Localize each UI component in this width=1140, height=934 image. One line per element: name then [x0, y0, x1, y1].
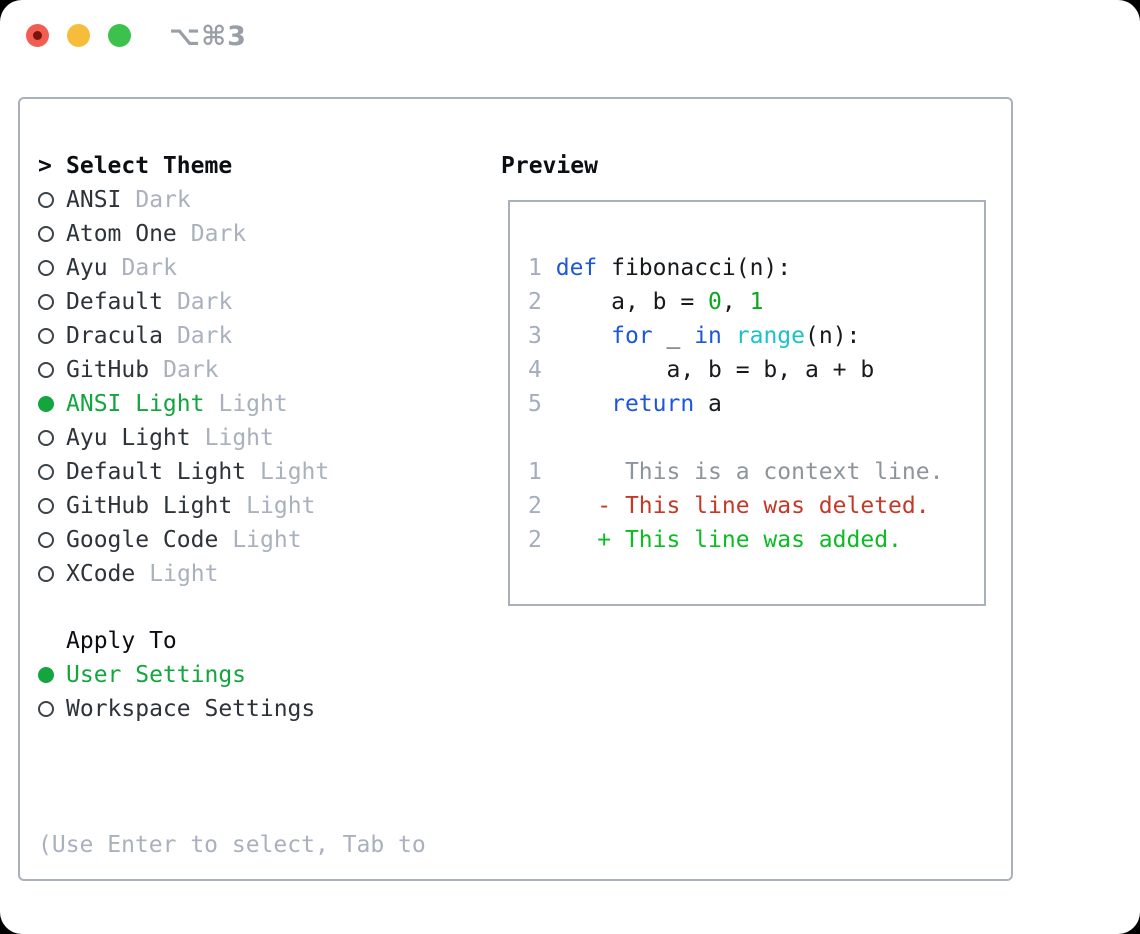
theme-option-ayu-light[interactable]: Ayu Light Light: [38, 421, 329, 455]
theme-option-atom-one-dark[interactable]: Atom One Dark: [38, 217, 329, 251]
variant-badge: Dark: [190, 221, 247, 247]
help-line-2: change focus): [38, 930, 426, 934]
code-segment: This is a context line.: [541, 459, 944, 485]
code-line: 4 a, b = b, a + b: [528, 353, 984, 387]
code-segment: return: [611, 391, 695, 417]
theme-option-dracula-dark[interactable]: Dracula Dark: [38, 319, 329, 353]
code-blank-line: [528, 421, 984, 455]
radio-icon: [38, 192, 66, 208]
code-segment: a, b =: [541, 289, 709, 315]
apply-option-user-settings[interactable]: User Settings: [38, 658, 329, 692]
diff-deleted-line: 2 - This line was deleted.: [528, 489, 984, 523]
radio-icon: [38, 328, 66, 344]
theme-option-github-light[interactable]: GitHub Light Light: [38, 489, 329, 523]
code-segment: 0: [708, 289, 722, 315]
code-segment: 2: [528, 289, 542, 315]
apply-to-section: Apply To User Settings Workspace Setting…: [38, 624, 329, 726]
code-segment: [722, 323, 736, 349]
help-text: (Use Enter to select, Tab to change focu…: [38, 760, 426, 934]
code-segment: [542, 255, 556, 281]
variant-badge: Light: [260, 459, 330, 485]
code-segment: [542, 391, 611, 417]
code-line: 1 def fibonacci(n):: [528, 251, 984, 285]
diff-context-line: 1 This is a context line.: [528, 455, 984, 489]
code-segment: ,: [721, 289, 750, 315]
code-segment: [542, 527, 597, 553]
theme-option-default-dark[interactable]: Default Dark: [38, 285, 329, 319]
theme-option-google-code[interactable]: Google Code Light: [38, 523, 329, 557]
radio-icon: [38, 430, 66, 446]
variant-badge: Light: [149, 561, 219, 587]
apply-option-workspace-settings[interactable]: Workspace Settings: [38, 692, 329, 726]
radio-selected-icon: [38, 667, 66, 683]
radio-icon: [38, 532, 66, 548]
variant-badge: Light: [232, 527, 302, 553]
theme-option-xcode[interactable]: XCode Light: [38, 557, 329, 591]
select-theme-header: > Select Theme: [38, 149, 329, 183]
theme-dialog: > Select Theme ANSI Dark Atom One Dark A…: [18, 97, 1013, 881]
code-line: 3 for _ in range(n):: [528, 319, 984, 353]
code-segment: _: [652, 323, 695, 349]
code-segment: 1: [528, 459, 542, 485]
code-segment: 3: [528, 323, 542, 349]
code-segment: in: [694, 323, 722, 349]
radio-icon: [38, 260, 66, 276]
code-segment: range: [735, 323, 806, 349]
code-segment: [542, 493, 597, 519]
diff-added-line: 2 + This line was added.: [528, 523, 984, 557]
theme-list: > Select Theme ANSI Dark Atom One Dark A…: [38, 149, 329, 591]
help-line-1: (Use Enter to select, Tab to: [38, 832, 426, 858]
code-preview: 1 def fibonacci(n): 2 a, b = 0, 1 3 for …: [508, 200, 986, 606]
theme-option-github-dark[interactable]: GitHub Dark: [38, 353, 329, 387]
code-segment: 2: [528, 527, 542, 553]
code-line: 2 a, b = 0, 1: [528, 285, 984, 319]
code-segment: 2: [528, 493, 542, 519]
code-segment: - This line was deleted.: [597, 493, 930, 519]
code-segment: a: [694, 391, 722, 417]
variant-badge: Dark: [135, 187, 191, 213]
variant-badge: Light: [246, 493, 316, 519]
radio-selected-icon: [38, 396, 66, 412]
titlebar: ⌥⌘3: [0, 0, 1140, 74]
window-shortcut-label: ⌥⌘3: [169, 21, 247, 52]
variant-badge: Dark: [176, 323, 233, 349]
code-segment: 1: [749, 289, 764, 315]
theme-option-ayu-dark[interactable]: Ayu Dark: [38, 251, 329, 285]
code-segment: 4: [528, 357, 542, 383]
close-dot-icon: [33, 31, 42, 40]
theme-option-default-light[interactable]: Default Light Light: [38, 455, 329, 489]
code-segment: (n):: [805, 323, 861, 349]
preview-title: Preview: [501, 153, 598, 179]
code-segment: fibonacci(n):: [597, 255, 792, 281]
code-line: 5 return a: [528, 387, 984, 421]
maximize-button[interactable]: [108, 24, 131, 47]
apply-to-header: Apply To: [38, 624, 329, 658]
radio-icon: [38, 294, 66, 310]
close-button[interactable]: [26, 24, 49, 47]
code-segment: for: [611, 323, 653, 349]
radio-icon: [38, 701, 66, 717]
code-segment: [542, 323, 611, 349]
cursor-arrow-icon: >: [38, 153, 52, 179]
code-segment: 1: [528, 255, 542, 281]
variant-badge: Dark: [176, 289, 233, 315]
code-segment: 5: [528, 391, 542, 417]
radio-icon: [38, 498, 66, 514]
code-segment: + This line was added.: [597, 527, 902, 553]
select-theme-title: Select Theme: [66, 153, 233, 179]
theme-option-ansi-light[interactable]: ANSI Light Light: [38, 387, 329, 421]
radio-icon: [38, 464, 66, 480]
minimize-button[interactable]: [67, 24, 90, 47]
radio-icon: [38, 226, 66, 242]
code-segment: def: [555, 255, 598, 281]
apply-to-title: Apply To: [66, 628, 177, 654]
variant-badge: Dark: [121, 255, 177, 281]
radio-icon: [38, 566, 66, 582]
code-segment: a, b = b, a + b: [541, 357, 875, 383]
radio-icon: [38, 362, 66, 378]
variant-badge: Light: [204, 425, 274, 451]
theme-option-ansi-dark[interactable]: ANSI Dark: [38, 183, 329, 217]
variant-badge: Light: [218, 391, 288, 417]
variant-badge: Dark: [163, 357, 219, 383]
